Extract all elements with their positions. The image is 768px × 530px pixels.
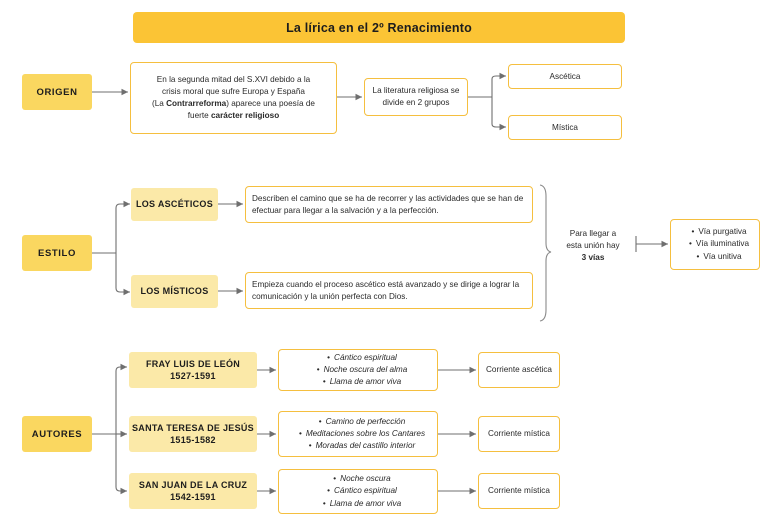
author-dates: 1527-1591	[170, 371, 216, 381]
brace-note-line2: esta unión hay	[566, 241, 620, 251]
category-estilo: ESTILO	[22, 235, 92, 271]
vias-box: Vía purgativa Vía iluminativa Vía unitiv…	[670, 219, 760, 270]
brace-estilo	[539, 184, 552, 322]
via-item: Vía unitiva	[689, 251, 749, 263]
corriente-fray-luis-de-leon: Corriente ascética	[478, 352, 560, 388]
brace-note-vias-count: 3 vías	[581, 252, 605, 262]
origen-description: En la segunda mitad del S.XVI debido a l…	[130, 62, 337, 134]
work-item: Noche oscura del alma	[317, 364, 408, 376]
origen-desc-line1: En la segunda mitad del S.XVI debido a l…	[156, 75, 311, 85]
author-dates: 1542-1591	[170, 492, 216, 502]
origen-desc-line2: crisis moral que sufre Europa y España	[162, 87, 305, 97]
origen-desc-line3c: ) aparece una poesía de	[226, 99, 315, 108]
origen-split-note: La literatura religiosa se divide en 2 g…	[364, 78, 468, 116]
connector-autores-3	[115, 434, 127, 495]
works-santa-teresa-de-jesus: Camino de perfección Meditaciones sobre …	[278, 411, 438, 457]
work-item: Meditaciones sobre los Cantares	[299, 428, 425, 440]
category-autores: AUTORES	[22, 416, 92, 452]
origen-desc-contrarreforma: Contrarreforma	[166, 99, 227, 108]
group-mistica: Mística	[508, 115, 622, 140]
author-name: FRAY LUIS DE LEÓN	[145, 358, 241, 369]
work-item: Noche oscura	[323, 473, 401, 485]
work-item: Cántico espiritual	[323, 485, 401, 497]
category-origen: ORIGEN	[22, 74, 92, 110]
work-item: Cántico espiritual	[317, 352, 408, 364]
author-santa-teresa-de-jesus: SANTA TERESA DE JESÚS 1515-1582	[129, 416, 257, 452]
origen-desc-line3a: (La	[152, 99, 167, 108]
work-item: Llama de amor viva	[317, 376, 408, 388]
connector-autores-1	[115, 363, 127, 434]
author-name: SAN JUAN DE LA CRUZ	[138, 479, 248, 490]
works-san-juan-de-la-cruz: Noche oscura Cántico espiritual Llama de…	[278, 469, 438, 514]
works-fray-luis-de-leon: Cántico espiritual Noche oscura del alma…	[278, 349, 438, 391]
via-item: Vía purgativa	[689, 226, 749, 238]
branch-los-asceticos: LOS ASCÉTICOS	[131, 188, 218, 221]
misticos-description: Empieza cuando el proceso ascético está …	[245, 272, 533, 309]
brace-note-line1: Para llegar a	[569, 229, 617, 239]
diagram-title: La lírica en el 2º Renacimiento	[133, 12, 625, 43]
connector-estilo-asceticos	[115, 200, 130, 253]
work-item: Camino de perfección	[299, 416, 425, 428]
connector-estilo-misticos	[115, 253, 130, 296]
connector-split-mistica	[491, 97, 506, 131]
connector-split-ascetica	[491, 72, 506, 97]
branch-los-misticos: LOS MÍSTICOS	[131, 275, 218, 308]
author-dates: 1515-1582	[170, 435, 216, 445]
author-san-juan-de-la-cruz: SAN JUAN DE LA CRUZ 1542-1591	[129, 473, 257, 509]
via-item: Vía iluminativa	[689, 238, 749, 250]
origen-desc-line4a: fuerte	[187, 110, 211, 120]
group-ascetica: Ascética	[508, 64, 622, 89]
corriente-san-juan-de-la-cruz: Corriente mística	[478, 473, 560, 509]
corriente-santa-teresa-de-jesus: Corriente mística	[478, 416, 560, 452]
work-item: Llama de amor viva	[323, 498, 401, 510]
asceticos-description: Describen el camino que se ha de recorre…	[245, 186, 533, 223]
work-item: Moradas del castillo interior	[299, 440, 425, 452]
brace-note: Para llegar a esta unión hay 3 vías	[554, 226, 632, 266]
author-name: SANTA TERESA DE JESÚS	[132, 422, 254, 433]
author-fray-luis-de-leon: FRAY LUIS DE LEÓN 1527-1591	[129, 352, 257, 388]
origen-desc-caracter-religioso: carácter religioso	[210, 110, 280, 120]
